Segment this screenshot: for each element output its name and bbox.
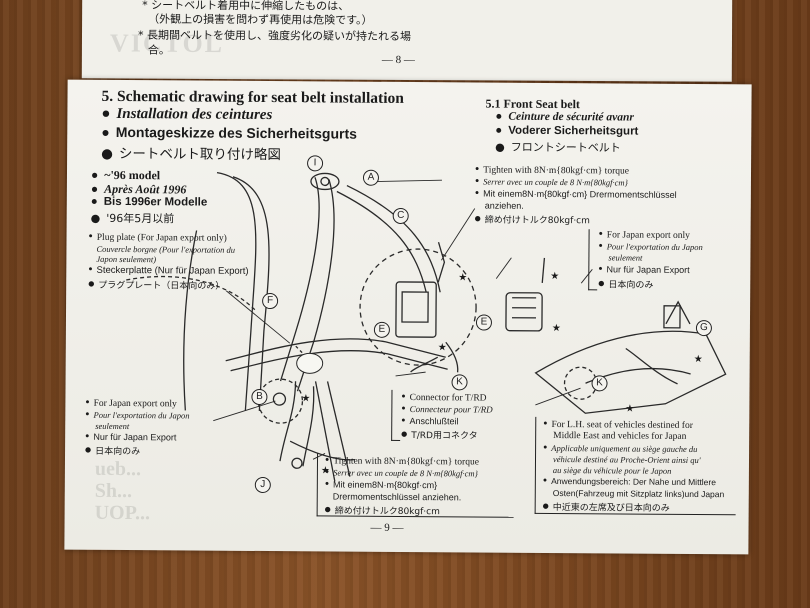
callout-f: F — [262, 292, 279, 310]
lh-seat-fr-2: véhicule destiné au Proche-Orient ainsi … — [552, 454, 701, 466]
lh-seat-de-1: Anwendungsbereich: Der Nahe und Mittlere — [543, 476, 716, 487]
star-mark-2: ★ — [550, 271, 559, 282]
lh-seat-fr-3: au siège du véhicule pour le Japon — [552, 465, 672, 476]
star-mark-1: ★ — [458, 272, 467, 283]
subsection-title-de: Voderer Sicherheitsgurt — [495, 125, 638, 138]
callout-i: I — [307, 155, 324, 172]
callout-j: J — [254, 476, 271, 494]
connector-ja: T/RD用コネクタ — [401, 428, 478, 441]
japan-export-right-fr-2: seulement — [608, 252, 643, 263]
top-line-4: 合。 — [147, 43, 170, 57]
callout-b: B — [251, 388, 268, 406]
callout-e-right: E — [475, 314, 493, 331]
star-mark-4: ★ — [438, 342, 447, 353]
section-title-en: 5. Schematic drawing for seat belt insta… — [101, 87, 404, 107]
connector-fr: Connecteur pour T/RD — [401, 404, 493, 415]
subsection-title-ja: フロントシートベルト — [495, 139, 621, 156]
star-mark-6: ★ — [301, 393, 310, 404]
model-ja: '96年5月以前 — [91, 210, 175, 227]
torque-top-en: Tighten with 8N·m{80kgf·cm} torque — [475, 164, 629, 177]
japan-export-right-en: For Japan export only — [599, 229, 690, 241]
plug-plate-en: Plug plate (For Japan export only) — [89, 232, 227, 244]
callout-e-left: E — [373, 321, 390, 338]
bracket-connector — [391, 389, 401, 441]
page-number-8: — 8 — — [381, 53, 415, 67]
bracket-right — [588, 229, 598, 291]
torque-top-de-2: anziehen. — [484, 200, 524, 211]
callout-a: A — [362, 169, 380, 186]
japan-export-left-en: For Japan export only — [85, 398, 177, 410]
torque-top-ja: 締め付けトルク80kgf·cm — [475, 212, 590, 227]
japan-export-left-fr-2: seulement — [95, 420, 130, 432]
page-8-sheet: VICTOL * シートベルト着用中に伸縮したものは、 （外観上の損害を問わず再… — [81, 0, 733, 82]
lh-seat-ja: 中近東の左席及び日本向のみ — [543, 500, 670, 514]
torque-bottom-de-2: Drermomentschlüssel anziehen. — [332, 491, 462, 503]
torque-top-de-1: Mit einem8N·m{80kgf·cm} Drermomentschlüs… — [475, 188, 677, 200]
plug-plate-ja: プラグプレート（日本向のみ） — [88, 278, 224, 292]
subsection-title-fr: Ceinture de sécurité avanr — [495, 111, 634, 124]
japan-export-right-de: Nur für Japan Export — [598, 264, 690, 275]
lh-seat-en-1: For L.H. seat of vehicles destined for — [543, 419, 693, 431]
torque-top-fr: Serrer avec un couple de 8 N·m{80kgf·cm} — [475, 176, 628, 188]
torque-bottom-fr: Serrer avec un couple de 8 N·m{80kgf·cm} — [325, 467, 478, 478]
callout-k-center: K — [451, 374, 468, 391]
lh-seat-de-2: Osten(Fahrzeug mit Sitzplatz links)und J… — [552, 488, 725, 500]
section-title-fr: Installation des ceintures — [101, 106, 272, 124]
top-line-2: （外観上の損害を問わず再使用は危険です。） — [148, 12, 373, 27]
lh-seat-fr-1: Applicable uniquement au siège gauche du — [543, 443, 697, 454]
b-pillar-outline — [216, 172, 257, 411]
callout-k-right: K — [591, 375, 608, 392]
japan-export-left-ja: 日本向のみ — [85, 444, 140, 457]
star-mark-3: ★ — [552, 323, 561, 334]
plug-plate-de: Steckerplatte (Nur für Japan Export) — [88, 265, 249, 277]
section-title-de: Montageskizze des Sicherheitsgurts — [101, 124, 357, 142]
torque-bottom-ja: 締め付けトルク80kgf·cm — [325, 503, 440, 517]
japan-export-right-fr-1: Pour l'exportation du Japon — [598, 241, 703, 252]
section-title-ja: シートベルト取り付け略図 — [101, 142, 281, 163]
star-mark-8: ★ — [625, 404, 634, 415]
torque-bottom-en: Tighten with 8N·m{80kgf·cm} torque — [325, 455, 479, 467]
lh-seat-en-2: Middle East and vehicles for Japan — [553, 431, 687, 442]
page-number-9: — 9 — — [370, 521, 404, 534]
model-de: Bis 1996er Modelle — [91, 196, 208, 209]
torque-bottom-de-1: Mit einem8N·m{80kgf·cm} — [325, 479, 437, 490]
top-line-3: * 長期間ベルトを使用し、強度劣化の疑いが持たれる場 — [137, 28, 412, 44]
plug-plate-fr-2: Japon seulement) — [96, 253, 157, 265]
page-9-sheet: ueb... Sh... UOP... — [64, 79, 752, 555]
japan-export-left-de: Nur für Japan Export — [85, 432, 176, 443]
japan-export-right-ja: 日本向のみ — [598, 277, 653, 290]
star-mark-5: ★ — [694, 354, 703, 365]
callout-c: C — [392, 207, 409, 225]
connector-de: Anschlußteil — [401, 416, 458, 426]
callout-g: G — [695, 320, 712, 337]
connector-en: Connector for T/RD — [401, 392, 487, 404]
japan-export-left-fr-1: Pour l'exportation du Japon — [85, 410, 190, 421]
leader-plug-plate — [225, 290, 291, 344]
